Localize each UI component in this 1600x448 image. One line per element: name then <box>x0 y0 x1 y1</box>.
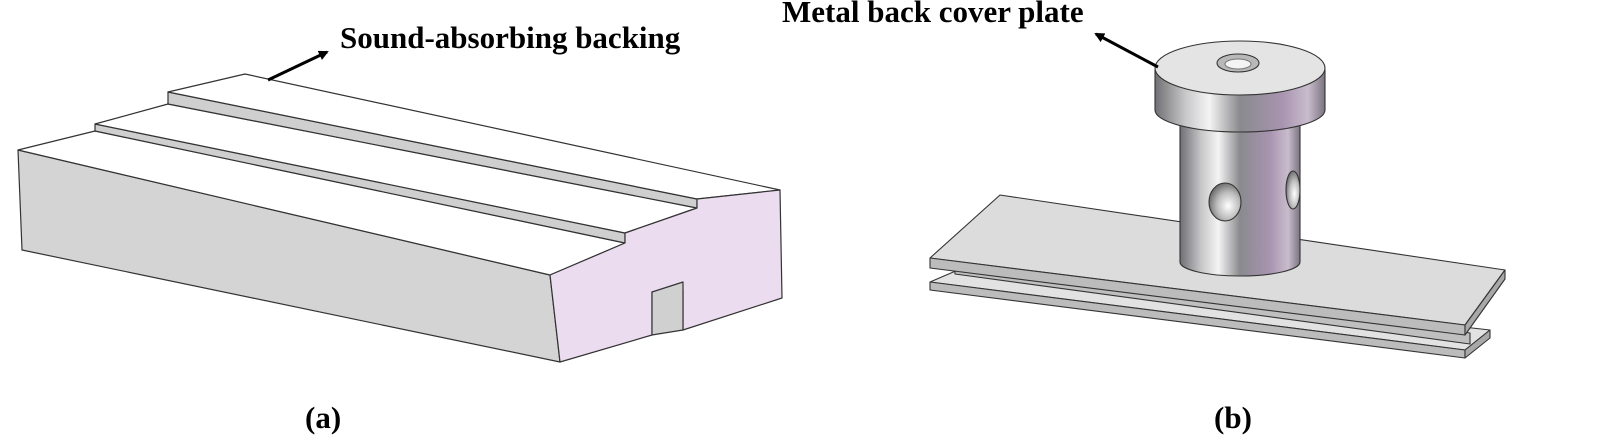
shaft-hole-side <box>1285 170 1301 210</box>
panel-caption-b: (b) <box>1214 400 1252 435</box>
panel-caption-a: (a) <box>305 400 342 435</box>
cap-center-hole-inner <box>1224 58 1252 70</box>
annotation-arrow-a <box>267 50 329 82</box>
shaft-hole-front <box>1208 182 1242 222</box>
annotation-label-b: Metal back cover plate <box>782 0 1084 29</box>
annotation-label-a: Sound-absorbing backing <box>340 20 681 55</box>
annotation-arrow-b <box>1094 32 1159 69</box>
bottom-plate-end <box>1464 329 1491 359</box>
sound-absorbing-backing-block <box>17 73 783 363</box>
plate-stack <box>929 194 1506 359</box>
top-plate-end <box>1464 269 1506 336</box>
metal-back-cover-plate <box>1154 40 1326 277</box>
block-notch <box>651 281 684 336</box>
